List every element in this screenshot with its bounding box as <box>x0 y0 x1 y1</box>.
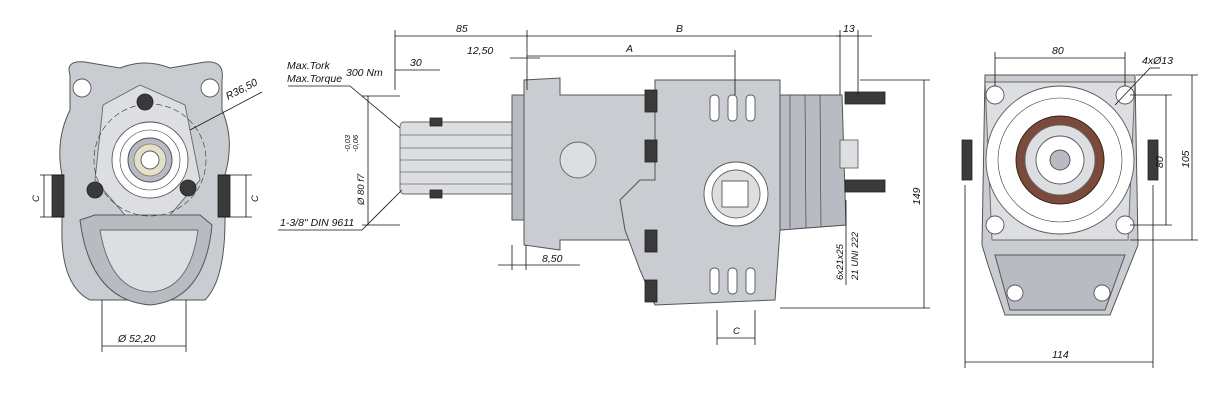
end-offset-label: 13 <box>843 23 855 35</box>
tol-upper-label: -0,03 <box>343 134 352 152</box>
radius-label: R36,50 <box>224 77 260 103</box>
flange-offset-label: 12,50 <box>467 45 493 57</box>
spline-spec-label: 1-3/8" DIN 9611 <box>280 217 354 229</box>
side-view: 85 30 12,50 A B 13 Max.Tork Max.Torque 3… <box>278 23 930 345</box>
width-label: 114 <box>1052 349 1069 361</box>
max-torque-label: Max.Torque <box>287 73 342 85</box>
dim-b-label: B <box>676 23 683 35</box>
max-tork-label: Max.Tork <box>287 60 331 72</box>
c-left-label: C <box>31 195 42 202</box>
port-spec-2-label: 21 UNI 222 <box>850 231 861 281</box>
hole-spacing-h-label: 80 <box>1052 45 1064 57</box>
bore-label: Ø 52,20 <box>117 333 156 345</box>
port-spec-1-label: 6x21x25 <box>835 243 846 280</box>
flange-thickness-label: 8,50 <box>542 253 563 265</box>
dim-a-label: A <box>625 43 633 55</box>
shaft-dia-label: Ø 80 f7 <box>356 173 367 206</box>
tol-lower-label: -0,06 <box>351 134 360 152</box>
overall-v-label: 105 <box>1180 150 1192 168</box>
shaft-length-label: 85 <box>456 23 468 35</box>
front-end-view: C C R36,50 Ø 52,20 <box>31 61 263 352</box>
holes-label: 4xØ13 <box>1142 55 1173 67</box>
hole-spacing-v-label: 80 <box>1154 156 1166 168</box>
spline-length-label: 30 <box>410 57 422 69</box>
c-right-label: C <box>250 195 261 202</box>
port-c-label: C <box>733 326 740 337</box>
torque-value-label: 300 Nm <box>346 67 383 79</box>
height-label: 149 <box>911 187 923 205</box>
rear-end-view: 80 4xØ13 80 105 114 <box>961 45 1198 368</box>
